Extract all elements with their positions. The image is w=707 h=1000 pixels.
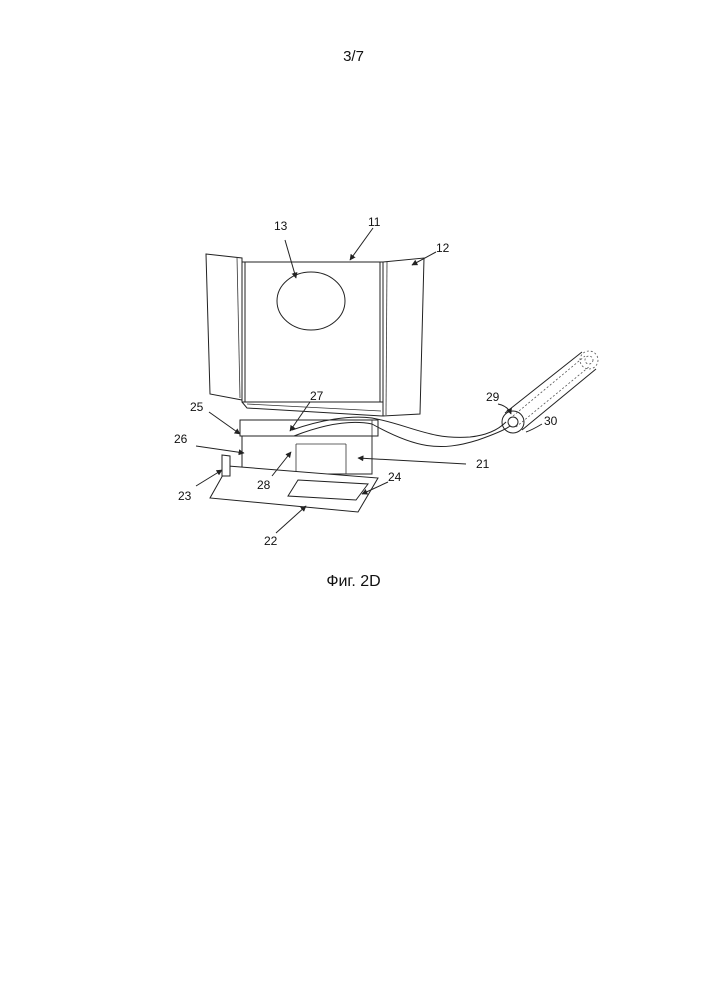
right-flap	[383, 258, 424, 416]
label-28: 28	[257, 478, 271, 492]
figure-caption: Фиг. 2D	[0, 573, 707, 591]
label-11: 11	[368, 215, 381, 229]
label-25: 25	[190, 400, 204, 414]
label-21: 21	[476, 457, 490, 471]
label-22: 22	[264, 534, 278, 548]
lower-block	[240, 420, 378, 474]
label-27: 27	[310, 389, 324, 403]
label-12: 12	[436, 241, 450, 255]
label-13: 13	[274, 219, 288, 233]
label-26: 26	[174, 432, 188, 446]
label-30: 30	[544, 414, 558, 428]
label-29: 29	[486, 390, 500, 404]
tab-23	[222, 455, 230, 476]
label-23: 23	[178, 489, 192, 503]
label-24: 24	[388, 470, 402, 484]
left-flap	[206, 254, 242, 400]
